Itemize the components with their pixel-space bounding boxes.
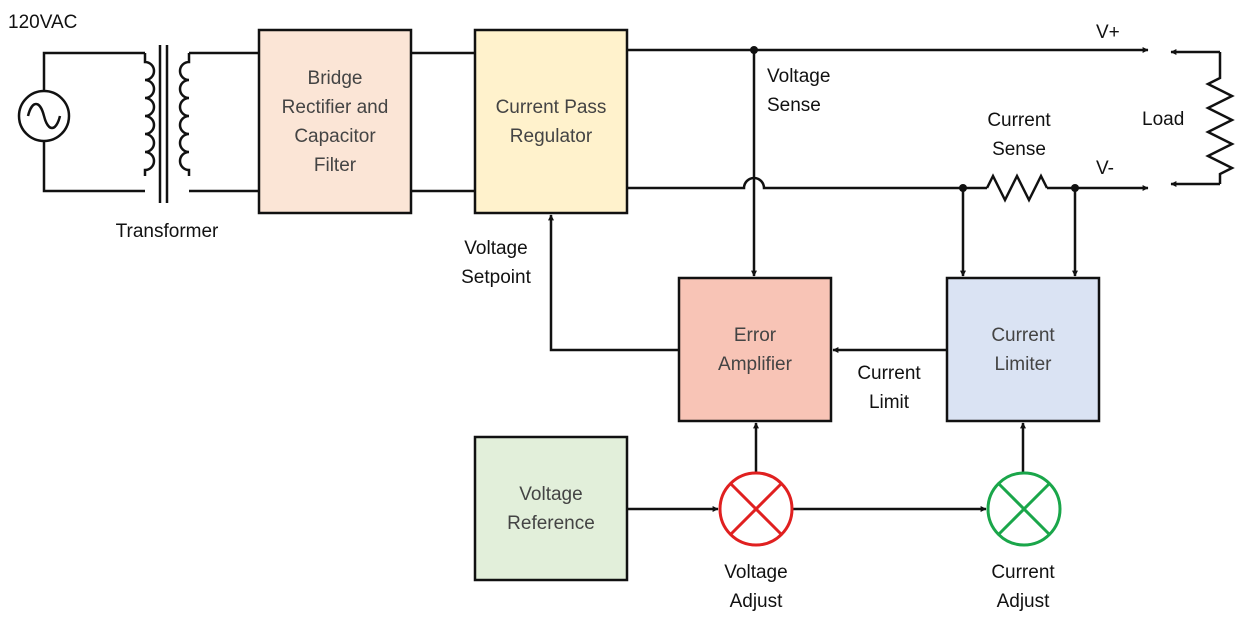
v-plus-label: V+ [1096,22,1120,43]
current-pass-regulator-label: Current Pass Regulator [475,30,627,213]
current-limit-line2: Limit [868,392,910,413]
voltage-adjust-icon [718,471,794,547]
bridge-rectifier-block [257,28,413,215]
current-limit-line1: Current [857,363,921,384]
bridge-label-line1: Bridge [307,67,363,89]
v-minus-label: V- [1096,158,1114,179]
voltage-sense-line1: Voltage [767,66,831,87]
voltage-setpoint-line2: Setpoint [461,267,531,288]
error-label-line1: Error [733,324,777,346]
voltage-sense-label: Voltage Sense [767,62,830,120]
bridge-label-line3: Capacitor [294,125,376,147]
ac-source-icon [17,89,71,143]
limiter-label-line1: Current [991,324,1055,346]
transformer-output-wires [189,51,259,193]
transformer-label: Transformer [115,221,219,242]
bridge-label-line4: Filter [313,154,357,176]
current-limiter-block [945,276,1101,423]
error-amplifier-block [677,276,833,423]
error-amplifier-label: Error Amplifier [679,278,831,421]
current-pass-regulator-block [473,28,629,215]
load-label: Load [1142,109,1185,130]
transformer-icon [143,45,191,203]
load-resistor-icon [1170,49,1235,187]
voltage-reference-label: Voltage Reference [475,437,627,580]
source-wires [42,51,145,193]
current-sense-line2: Sense [992,139,1046,160]
voltage-adjust-label: Voltage Adjust [706,558,806,616]
reference-label-line1: Voltage [519,483,583,505]
error-label-line2: Amplifier [718,353,792,375]
voltage-adjust-line1: Voltage [724,562,788,583]
bridge-label-line2: Rectifier and [281,96,389,118]
limiter-label-line2: Limiter [994,353,1052,375]
v-minus-rail [627,173,1149,203]
voltage-setpoint-line [548,214,679,352]
current-sense-line1: Current [987,110,1051,131]
reference-label-line2: Reference [507,512,595,534]
current-limit-label: Current Limit [839,359,939,417]
rectifier-output-wires [411,51,475,193]
source-label: 120VAC [8,12,78,33]
voltage-setpoint-label: Voltage Setpoint [446,234,546,292]
current-limiter-label: Current Limiter [947,278,1099,421]
pass-label-line1: Current Pass [495,96,607,118]
current-sense-label: Current Sense [969,106,1069,164]
voltage-reference-block [473,435,629,582]
voltage-setpoint-line1: Voltage [464,238,528,259]
pass-label-line2: Regulator [509,125,593,147]
current-adjust-icon [986,471,1062,547]
current-adjust-line2: Adjust [996,591,1050,612]
current-adjust-label: Current Adjust [973,558,1073,616]
current-adjust-line1: Current [991,562,1055,583]
voltage-adjust-line2: Adjust [729,591,783,612]
bridge-rectifier-label: Bridge Rectifier and Capacitor Filter [259,30,411,213]
voltage-sense-line2: Sense [767,95,821,116]
